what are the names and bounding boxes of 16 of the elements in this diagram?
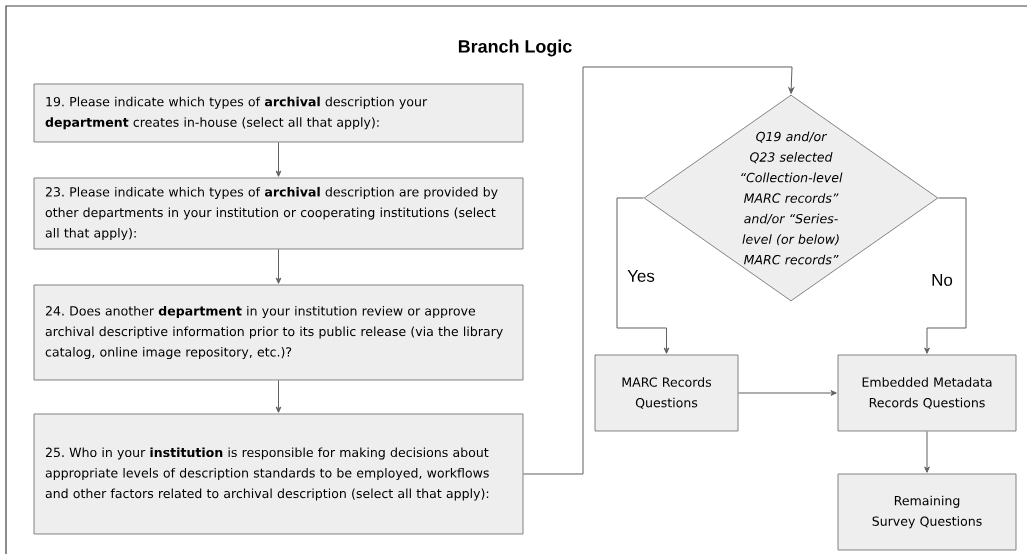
process-box: MARC Records Questions [594,354,739,432]
diagram-title: Branch Logic [458,39,572,57]
arrow [924,430,930,473]
arrow [275,379,282,413]
process-box: Remaining Survey Questions [837,473,1017,551]
arrow [924,197,967,354]
question-box: 19. Please indicate which types of archival description your department creates in-house (select all that apply): [33,83,524,143]
arrow [737,390,837,396]
process-box: Embedded Metadata Records Questions [837,354,1017,432]
question-box: 24. Does another department in your institution review or approve archival descriptive information prior to its public release (via the library catalog, online image repository, etc.)? [33,284,524,381]
question-box: 25. Who in your institution is responsible for making decisions about appropriate levels of description standards to be employed, workflows and other factors related to archival description (select all that apply): [33,413,524,535]
arrow [275,141,282,177]
arrow [616,197,670,354]
arrow [275,248,282,284]
arrow [522,66,795,475]
question-box: 23. Please indicate which types of archival description are provided by other departments in your institution or cooperating institutions (select all that apply): [33,177,524,250]
